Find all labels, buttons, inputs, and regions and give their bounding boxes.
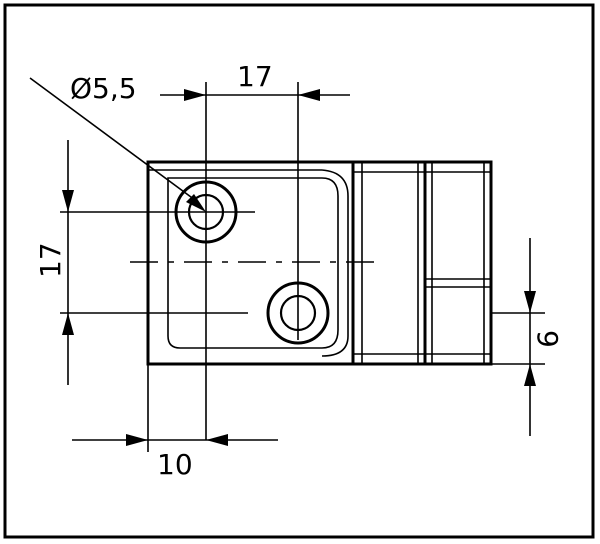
leader-arrowhead (186, 194, 206, 212)
leader-line (29, 77, 196, 201)
arrow-left-top (62, 190, 74, 212)
dim-hole-diameter: Ø5,5 (29, 72, 206, 212)
dim-edge-offset-v: 9 (491, 238, 564, 436)
arrow-top-left (184, 89, 206, 101)
arrow-top-right (298, 89, 320, 101)
dim-hole-spacing-h: 17 (160, 60, 350, 101)
arrow-bottom-right (206, 434, 228, 446)
edge-offset-h-label: 10 (157, 448, 193, 481)
hole-spacing-h-label: 17 (237, 60, 273, 93)
hole-diameter-label: Ø5,5 (70, 72, 137, 105)
edge-offset-v-label: 9 (531, 330, 564, 348)
clamp-body (146, 160, 355, 366)
middle-outline (351, 160, 427, 366)
dim-edge-offset-h: 10 (72, 364, 278, 481)
body-recess (167, 177, 339, 349)
arrow-bottom-left (126, 434, 148, 446)
body-fillet-edge (321, 169, 349, 357)
end-cap (423, 160, 493, 366)
drawing-frame (3, 3, 595, 539)
center-lines (60, 82, 378, 440)
arrow-right-bottom (524, 364, 536, 386)
hole-spacing-v-label: 17 (34, 242, 67, 278)
arrow-left-bottom (62, 313, 74, 335)
body-outline (146, 160, 355, 366)
end-cap-outline (423, 160, 493, 366)
middle-section (351, 160, 427, 366)
arrow-right-top (524, 291, 536, 313)
dim-hole-spacing-v: 17 (34, 140, 74, 385)
